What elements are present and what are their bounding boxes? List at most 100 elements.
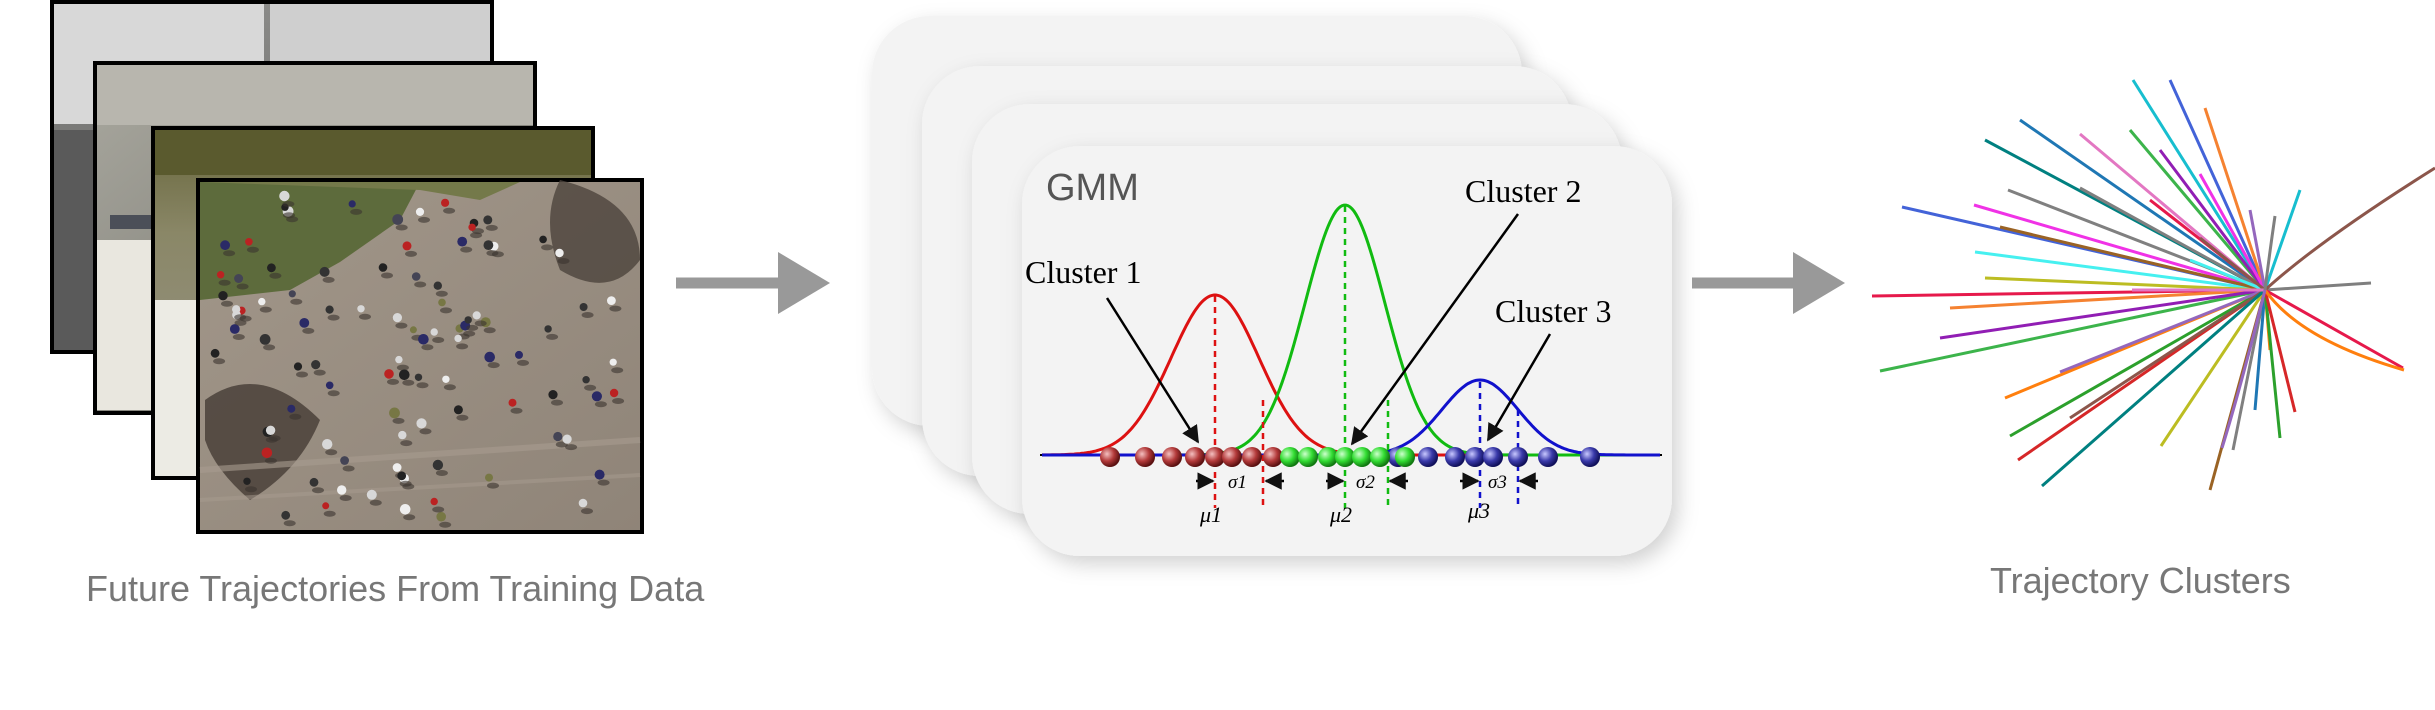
- point-cluster-3: [1580, 447, 1600, 467]
- pedestrian-shadow: [611, 367, 624, 374]
- pedestrian: [432, 459, 444, 471]
- trajectory-line: [2264, 288, 2404, 370]
- pedestrian-shadow: [312, 487, 324, 494]
- pedestrian-shadow: [541, 244, 554, 251]
- trajectory-line: [2263, 166, 2435, 292]
- pedestrian-shadow: [283, 520, 296, 527]
- sigma-1-label: σ1: [1228, 472, 1247, 493]
- pedestrian-shadow: [432, 337, 445, 343]
- trajectory-line: [2069, 288, 2266, 420]
- trajectory-line: [2264, 281, 2372, 292]
- pedestrian: [416, 418, 427, 429]
- pedestrian: [454, 334, 462, 343]
- pedestrian-shadow: [416, 382, 429, 389]
- point-cluster-3: [1508, 447, 1528, 467]
- pedestrian-shadow: [369, 499, 382, 506]
- pedestrian-shadow: [487, 482, 499, 489]
- crowd: [210, 190, 625, 528]
- point-cluster-1: [1263, 447, 1283, 467]
- pedestrian: [325, 305, 334, 314]
- pedestrian: [218, 291, 228, 301]
- trajectory-line: [1879, 288, 2266, 373]
- trajectory-line: [2159, 289, 2267, 447]
- pedestrian-shadow: [395, 224, 408, 231]
- pedestrian: [441, 198, 450, 207]
- pedestrian: [453, 405, 463, 415]
- pedestrian: [243, 477, 251, 485]
- pedestrian-shadow: [269, 272, 282, 279]
- point-cluster-2: [1395, 447, 1415, 467]
- pedestrian-shadow: [283, 212, 295, 219]
- pedestrian: [357, 305, 365, 313]
- pedestrian-shadow: [213, 358, 226, 365]
- pedestrian: [398, 430, 407, 440]
- cluster-2-label: Cluster 2: [1465, 173, 1581, 209]
- pedestrian: [267, 263, 276, 273]
- pedestrian-shadow: [218, 279, 231, 286]
- pedestrian-shadow: [289, 413, 302, 420]
- pedestrian-shadow: [264, 457, 277, 464]
- pedestrian: [483, 240, 494, 251]
- pedestrian: [515, 350, 523, 359]
- point-cluster-3: [1418, 447, 1438, 467]
- pedestrian-shadow: [342, 465, 355, 472]
- pedestrian: [578, 498, 588, 508]
- point-cluster-1: [1135, 447, 1155, 467]
- pedestrian-shadow: [381, 272, 393, 279]
- pedestrian-shadow: [414, 281, 427, 288]
- trajectory-line: [2220, 289, 2267, 449]
- pedestrian-shadow: [234, 319, 247, 326]
- pedestrian-shadow: [486, 250, 499, 257]
- point-cluster-2: [1335, 447, 1355, 467]
- trajectory-line: [1939, 288, 2266, 340]
- pedestrian: [399, 369, 410, 381]
- pedestrian: [430, 328, 438, 336]
- pedestrian: [555, 248, 564, 258]
- pedestrian-shadow: [387, 378, 399, 385]
- pedestrian: [594, 469, 605, 480]
- pedestrian-shadow: [259, 306, 272, 313]
- pedestrian: [562, 434, 572, 444]
- pedestrian-shadow: [470, 232, 483, 239]
- pedestrian: [582, 376, 590, 384]
- trajectory-line: [2128, 129, 2267, 291]
- pedestrian-shadow: [325, 449, 338, 456]
- pedestrian-shadow: [483, 327, 496, 334]
- pedestrian: [232, 305, 241, 314]
- pedestrian: [265, 425, 276, 435]
- trajectory-line: [2199, 236, 2266, 292]
- sigma-2-label: σ2: [1356, 472, 1375, 493]
- pedestrian-shadow: [418, 216, 430, 223]
- pedestrian-shadow: [350, 208, 363, 215]
- pedestrian-shadow: [557, 258, 570, 264]
- point-cluster-2: [1298, 447, 1318, 467]
- trajectory-line: [2158, 149, 2267, 291]
- video-frame-4: [196, 178, 644, 534]
- pedestrian: [402, 241, 412, 251]
- pedestrian-shadow: [400, 440, 413, 447]
- point-cluster-3: [1465, 447, 1485, 467]
- pedestrian-shadow: [421, 344, 434, 351]
- pedestrian-shadow: [221, 300, 233, 307]
- pedestrian-shadow: [435, 470, 448, 476]
- pedestrian-shadow: [327, 390, 340, 397]
- pedestrian-shadow: [396, 364, 409, 371]
- point-cluster-1: [1242, 447, 1262, 467]
- pedestrian-shadow: [399, 480, 412, 487]
- pedestrian: [311, 360, 321, 370]
- pedestrian-shadow: [581, 508, 593, 515]
- pedestrian: [395, 355, 403, 364]
- gmm-title: GMM: [1046, 167, 1139, 209]
- trajectory-clusters-plot: [1871, 79, 2435, 491]
- pedestrian: [234, 274, 244, 283]
- trajectory-line: [1949, 288, 2266, 310]
- pedestrian-shadow: [327, 314, 340, 321]
- sigma-3-label: σ3: [1488, 472, 1507, 493]
- pedestrian-shadow: [359, 313, 371, 320]
- pedestrian: [438, 298, 446, 307]
- trajectory-line: [2019, 118, 2266, 292]
- pedestrian-shadow: [290, 298, 303, 305]
- pedestrian: [484, 351, 496, 363]
- pedestrian: [287, 404, 296, 413]
- pedestrian-shadow: [296, 371, 308, 378]
